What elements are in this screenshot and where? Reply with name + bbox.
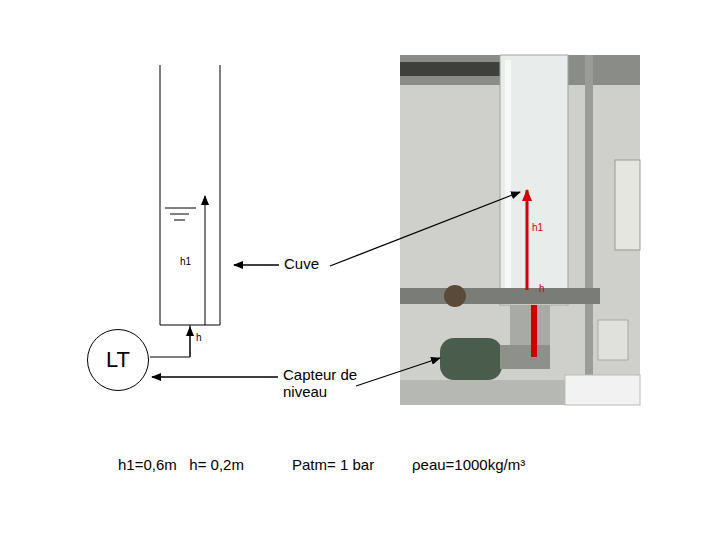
dimension-label: h xyxy=(196,332,202,344)
h1-arrow xyxy=(205,196,206,325)
callout-label: Cuve xyxy=(284,255,319,272)
value-note: ρeau=1000kg/m³ xyxy=(412,456,525,473)
instrument-tag: LT xyxy=(106,347,130,373)
leader-arrow xyxy=(234,264,279,265)
dimension-label: h1 xyxy=(180,256,191,268)
pipe xyxy=(150,325,190,357)
leader-arrow xyxy=(152,376,278,377)
value-note: h1=0,6m h= 0,2m xyxy=(118,456,244,473)
h-arrow xyxy=(190,327,191,357)
photo xyxy=(400,55,640,405)
leader-line xyxy=(330,192,520,266)
transmitter-circle: LT xyxy=(87,329,149,391)
dimension-label: h1 xyxy=(532,222,543,234)
leader-line xyxy=(356,358,440,386)
tank-outline xyxy=(160,65,220,325)
water-surface-symbol xyxy=(165,208,196,220)
dimension-label: h xyxy=(539,283,545,295)
value-note: Patm= 1 bar xyxy=(292,456,374,473)
callout-label: Capteur de niveau xyxy=(283,366,373,401)
